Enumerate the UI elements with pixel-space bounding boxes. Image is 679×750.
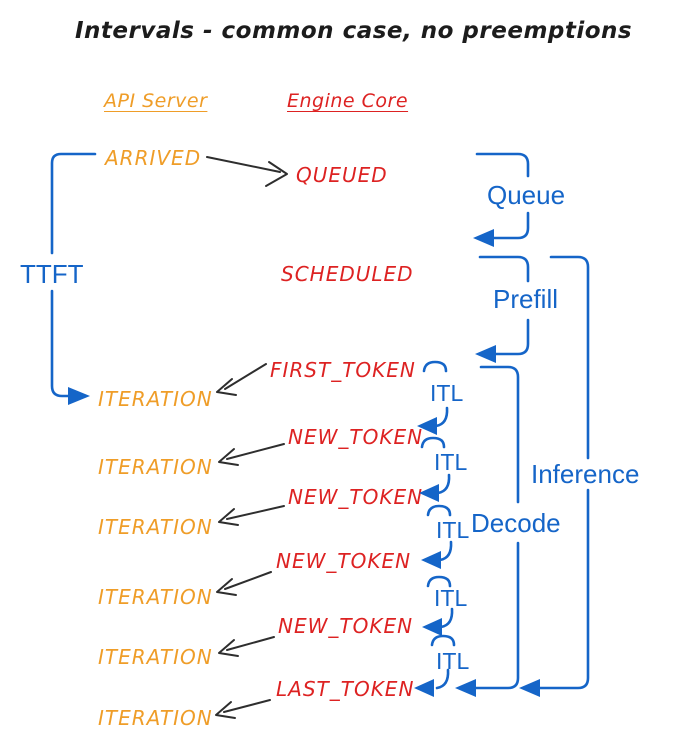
event-last-token: LAST_TOKEN <box>276 677 415 701</box>
itl-bracket-2 <box>419 436 451 502</box>
label-itl-1: ITL <box>430 380 464 406</box>
event-iteration-6: ITERATION <box>98 706 213 730</box>
itl-bracket-4 <box>422 575 454 636</box>
itl-bracket-5 <box>414 634 456 697</box>
event-iteration-5: ITERATION <box>98 645 213 669</box>
label-inference: Inference <box>531 459 640 489</box>
decode-bracket <box>455 365 520 697</box>
itl-bracket-1 <box>417 360 449 435</box>
event-scheduled: SCHEDULED <box>281 262 414 286</box>
column-header-api-server: API Server <box>104 90 208 112</box>
label-itl-3: ITL <box>436 517 470 543</box>
event-new-token-3: NEW_TOKEN <box>276 549 412 573</box>
event-new-token-4: NEW_TOKEN <box>278 614 414 638</box>
arrow-arrived-to-queued <box>206 156 288 187</box>
event-first-token: FIRST_TOKEN <box>270 358 416 382</box>
diagram-title: Intervals - common case, no preemptions <box>75 18 633 44</box>
arrow-new-token-2-to-iteration-3 <box>218 505 285 526</box>
event-new-token-2: NEW_TOKEN <box>288 485 424 509</box>
label-queue: Queue <box>487 180 566 210</box>
queue-bracket <box>473 152 530 247</box>
prefill-bracket <box>475 255 530 363</box>
arrow-new-token-3-to-iteration-4 <box>216 571 272 596</box>
event-iteration-3: ITERATION <box>98 515 213 539</box>
inference-bracket <box>519 255 590 697</box>
event-iteration-1: ITERATION <box>98 387 213 411</box>
label-itl-2: ITL <box>434 449 468 475</box>
label-prefill: Prefill <box>493 284 559 314</box>
label-itl-4: ITL <box>434 585 468 611</box>
label-itl-5: ITL <box>436 648 470 674</box>
event-arrived: ARRIVED <box>105 146 202 170</box>
arrow-last-token-to-iteration-6 <box>215 699 271 719</box>
event-queued: QUEUED <box>296 163 388 187</box>
label-ttft: TTFT <box>20 259 84 289</box>
arrow-new-token-4-to-iteration-5 <box>218 636 275 657</box>
ttft-bracket <box>50 152 97 405</box>
arrow-new-token-1-to-iteration-2 <box>218 443 285 466</box>
event-iteration-2: ITERATION <box>98 455 213 479</box>
event-new-token-1: NEW_TOKEN <box>288 425 424 449</box>
event-iteration-4: ITERATION <box>98 585 213 609</box>
itl-bracket-3 <box>421 504 453 569</box>
arrow-first-token-to-iteration-1 <box>216 363 267 396</box>
column-header-engine-core: Engine Core <box>287 90 409 112</box>
label-decode: Decode <box>471 508 561 538</box>
